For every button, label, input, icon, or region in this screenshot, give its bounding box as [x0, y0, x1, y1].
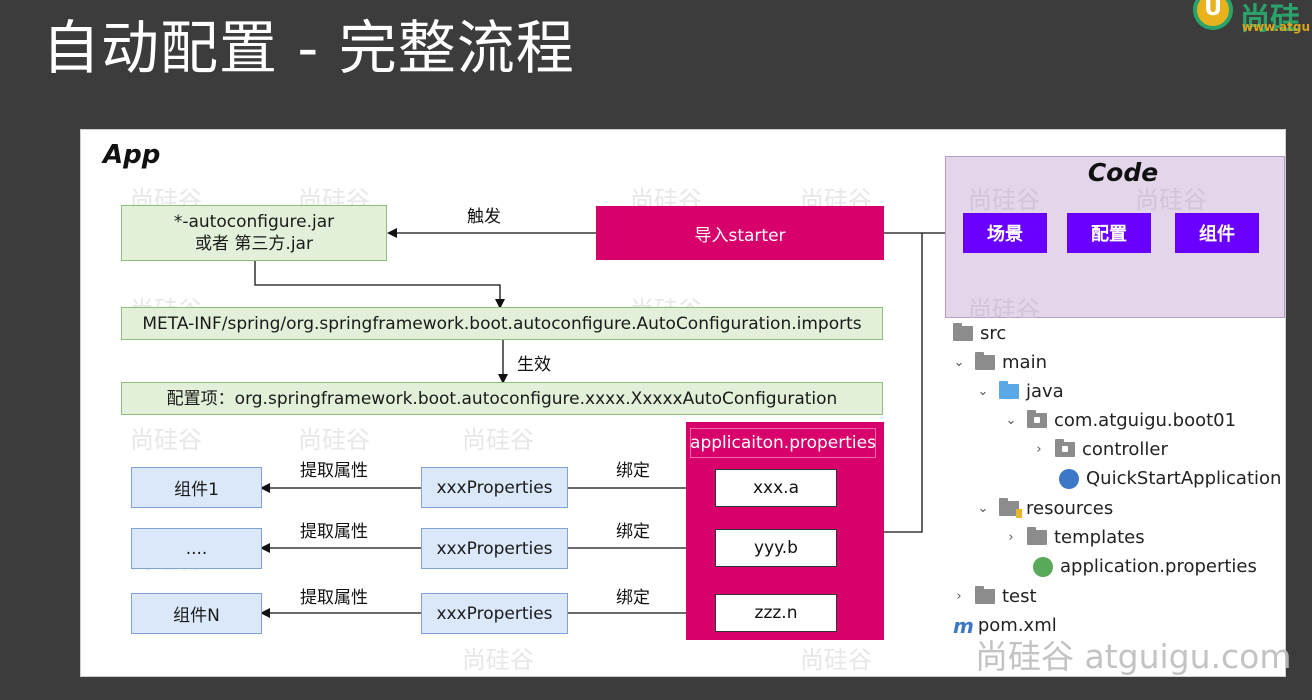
code-title: Code	[1087, 158, 1159, 187]
autoconfigure-jar-box: *-autoconfigure.jar 或者 第三方.jar	[121, 205, 387, 261]
tree-item-src[interactable]: src	[953, 319, 1006, 348]
tree-item-test[interactable]: › test	[953, 582, 1037, 611]
tree-item-pom[interactable]: m pom.xml	[953, 611, 1057, 640]
tree-item-controller[interactable]: › controller	[1033, 435, 1168, 464]
slide-title: 自动配置 - 完整流程	[42, 14, 575, 82]
package-icon	[1027, 410, 1047, 428]
folder-icon	[975, 352, 995, 370]
autoconfiguration-class-box: 配置项：org.springframework.boot.autoconfigu…	[121, 382, 883, 415]
bind-label-2: 绑定	[616, 522, 650, 542]
tree-item-label: controller	[1082, 439, 1168, 460]
chevron-down-icon[interactable]: ⌄	[1005, 413, 1017, 428]
watermark-tile: 尚硅谷	[462, 426, 534, 454]
brand-logo-url: www.atgu	[1242, 20, 1311, 34]
spring-class-icon	[1059, 468, 1079, 489]
tree-item-package-root[interactable]: ⌄ com.atguigu.boot01	[1005, 406, 1236, 435]
effect-label: 生效	[517, 355, 551, 375]
property-key-box-2: yyy.b	[715, 529, 837, 567]
component-box-2: ....	[131, 528, 262, 569]
component-box-1: 组件1	[131, 467, 262, 508]
properties-class-box-2: xxxProperties	[421, 528, 568, 569]
tree-item-label: test	[1002, 586, 1037, 607]
spring-leaf-icon	[1033, 556, 1053, 577]
folder-icon	[975, 586, 995, 604]
source-folder-icon	[999, 381, 1019, 399]
tree-item-quickstart[interactable]: QuickStartApplication	[1059, 464, 1281, 493]
properties-class-box-1: xxxProperties	[421, 467, 568, 508]
tree-item-label: pom.xml	[977, 615, 1057, 636]
watermark-tile: 尚硅谷	[1135, 186, 1207, 214]
extract-label-3: 提取属性	[300, 588, 368, 608]
tree-item-templates[interactable]: › templates	[1005, 523, 1145, 552]
chevron-right-icon[interactable]: ›	[956, 589, 962, 604]
tree-item-label: main	[1002, 352, 1047, 373]
import-starter-box: 导入starter	[596, 206, 884, 260]
chevron-right-icon[interactable]: ›	[1036, 442, 1042, 457]
folder-icon	[953, 323, 973, 341]
maven-icon: m	[953, 613, 974, 638]
tree-item-label: java	[1026, 381, 1064, 402]
app-label: App	[103, 140, 161, 170]
watermark-text: 尚硅谷 atguigu.com	[975, 637, 1292, 676]
jar-to-imports-arrow	[254, 261, 505, 309]
bind-label-1: 绑定	[616, 461, 650, 481]
chevron-down-icon[interactable]: ⌄	[977, 384, 989, 399]
chevron-right-icon[interactable]: ›	[1008, 530, 1014, 545]
tree-item-label: src	[980, 323, 1007, 344]
tree-item-java[interactable]: ⌄ java	[977, 377, 1064, 406]
chevron-down-icon[interactable]: ⌄	[953, 355, 965, 370]
watermark-tile: 尚硅谷	[462, 646, 534, 674]
resources-folder-icon	[999, 498, 1022, 518]
extract-label-2: 提取属性	[300, 522, 368, 542]
package-icon	[1055, 439, 1075, 457]
watermark-tile: 尚硅谷	[800, 646, 872, 674]
application-properties-title: applicaiton.properties	[690, 428, 876, 458]
autoconfiguration-imports-box: META-INF/spring/org.springframework.boot…	[121, 307, 883, 340]
property-key-box-3: zzz.n	[715, 594, 837, 632]
tree-item-label: com.atguigu.boot01	[1054, 410, 1237, 431]
scene-button: 场景	[963, 213, 1047, 253]
tree-item-resources[interactable]: ⌄ resources	[977, 494, 1113, 523]
brand-logo-icon: U	[1193, 0, 1233, 30]
tree-item-label: resources	[1026, 498, 1114, 519]
jar-box-line1: *-autoconfigure.jar	[173, 212, 335, 232]
component-button: 组件	[1175, 213, 1259, 253]
watermark-tile: 尚硅谷	[130, 426, 202, 454]
extract-label-1: 提取属性	[300, 461, 368, 481]
tree-item-label: templates	[1054, 527, 1145, 548]
properties-to-code-line	[884, 233, 923, 533]
bind-label-3: 绑定	[616, 588, 650, 608]
jar-box-line2: 或者 第三方.jar	[195, 234, 313, 254]
component-box-3: 组件N	[131, 593, 262, 634]
folder-icon	[1027, 527, 1047, 545]
config-button: 配置	[1067, 213, 1151, 253]
tree-item-main[interactable]: ⌄ main	[953, 348, 1047, 377]
watermark-tile: 尚硅谷	[298, 426, 370, 454]
brand-logo-text: 尚硅	[1240, 2, 1300, 37]
tree-item-label: application.properties	[1060, 556, 1257, 577]
trigger-label: 触发	[467, 207, 501, 227]
tree-item-label: QuickStartApplication	[1086, 468, 1282, 489]
project-tree: src ⌄ main ⌄ java ⌄ com.atguigu.boot01 ›…	[947, 318, 1285, 646]
chevron-down-icon[interactable]: ⌄	[977, 501, 989, 516]
properties-class-box-3: xxxProperties	[421, 593, 568, 634]
watermark-tile: 尚硅谷	[968, 186, 1040, 214]
tree-item-application-properties[interactable]: application.properties	[1033, 552, 1257, 581]
property-key-box-1: xxx.a	[715, 469, 837, 507]
